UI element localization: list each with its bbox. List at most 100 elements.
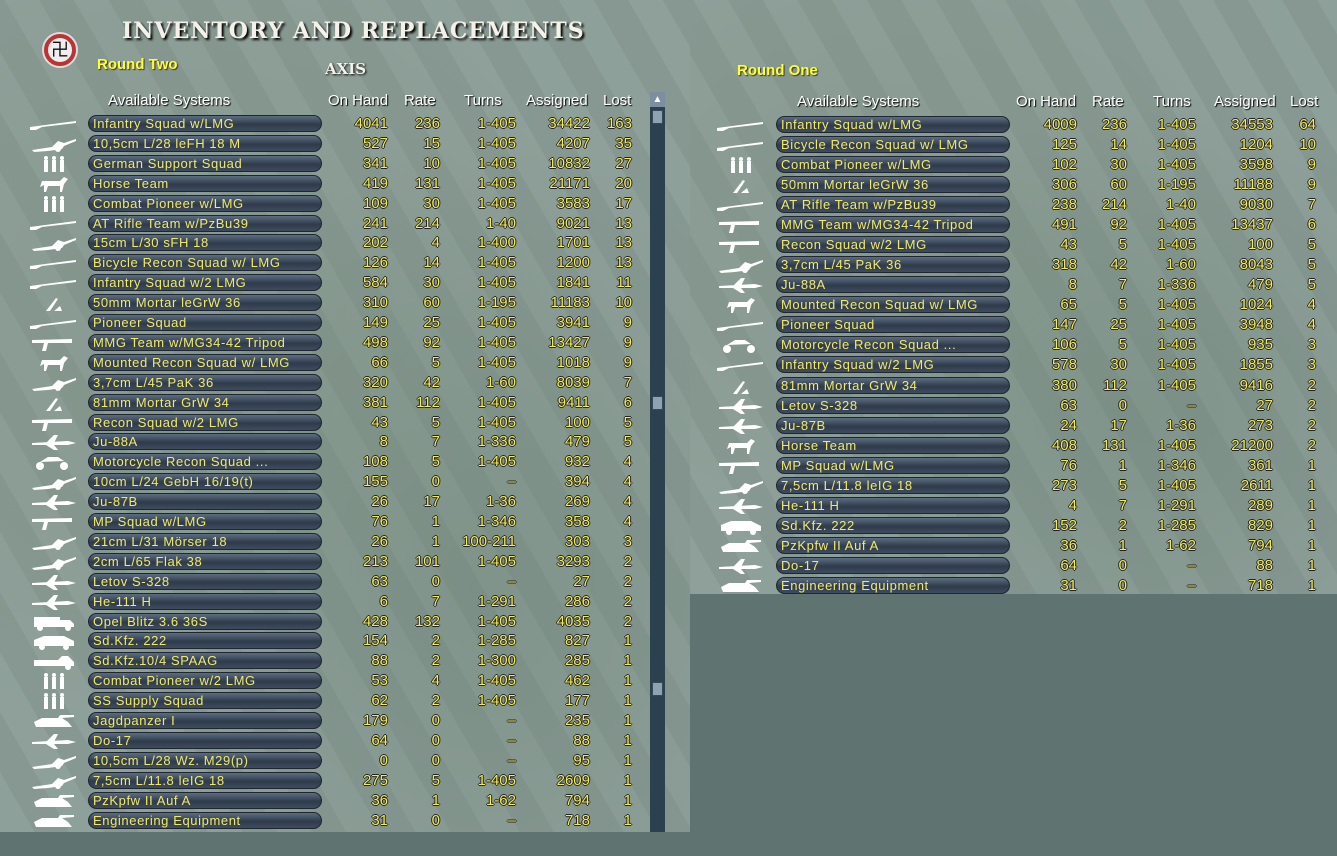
system-name-button[interactable]: Letov S-328 — [88, 572, 322, 590]
scroll-thumb[interactable] — [652, 110, 663, 124]
system-name-button[interactable]: Pioneer Squad — [776, 316, 1010, 334]
system-name-button[interactable]: Motorcycle Recon Squad ... — [88, 453, 322, 471]
scroll-marker[interactable] — [652, 396, 663, 410]
system-name-button[interactable]: Horse Team — [776, 436, 1010, 454]
system-name-button[interactable]: MP Squad w/LMG — [88, 513, 322, 530]
system-name-button[interactable]: Letov S-328 — [776, 396, 1010, 414]
system-name-button[interactable]: Pioneer Squad — [88, 314, 322, 331]
system-name-button[interactable]: 10cm L/24 GebH 16/19(t) — [88, 473, 322, 491]
system-name-button[interactable]: Horse Team — [88, 174, 322, 192]
system-name-button[interactable]: SS Supply Squad — [88, 692, 322, 710]
system-name-button[interactable]: Do-17 — [88, 731, 322, 749]
system-name-button[interactable]: 50mm Mortar leGrW 36 — [88, 294, 322, 312]
scrollbar[interactable]: ▲ — [650, 92, 665, 832]
scroll-up-button[interactable]: ▲ — [650, 92, 665, 107]
system-name-button[interactable]: He-111 H — [88, 592, 322, 610]
system-name-button[interactable]: Jagdpanzer I — [88, 712, 322, 729]
system-name-button[interactable]: Sd.Kfz. 222 — [88, 632, 322, 650]
system-name-button[interactable]: 2cm L/65 Flak 38 — [88, 552, 322, 570]
system-name-button[interactable]: Infantry Squad w/LMG — [776, 116, 1010, 133]
system-name-button[interactable]: 3,7cm L/45 PaK 36 — [776, 256, 1010, 274]
system-name-button[interactable]: Infantry Squad w/2 LMG — [88, 274, 322, 292]
system-name-button[interactable]: German Support Squad — [88, 154, 322, 172]
system-name-button[interactable]: Bicycle Recon Squad w/ LMG — [776, 136, 1010, 154]
system-name-button[interactable]: He-111 H — [776, 496, 1010, 514]
system-name-button[interactable]: Recon Squad w/2 LMG — [776, 236, 1010, 254]
system-name-button[interactable]: MMG Team w/MG34-42 Tripod — [776, 216, 1010, 234]
system-name-button[interactable]: Ju-87B — [88, 493, 322, 511]
system-name-button[interactable]: Infantry Squad w/2 LMG — [776, 356, 1010, 374]
system-name-button[interactable]: PzKpfw II Auf A — [776, 536, 1010, 554]
system-name-button[interactable]: 81mm Mortar GrW 34 — [88, 393, 322, 411]
system-name-button[interactable]: Engineering Equipment — [88, 811, 322, 829]
system-name-button[interactable]: 3,7cm L/45 PaK 36 — [88, 373, 322, 391]
system-name-button[interactable]: Ju-88A — [776, 276, 1010, 294]
system-name-button[interactable]: 81mm Mortar GrW 34 — [776, 376, 1010, 394]
scroll-marker[interactable] — [652, 682, 663, 696]
system-name-button[interactable]: Infantry Squad w/LMG — [88, 115, 322, 132]
system-name-button[interactable]: PzKpfw II Auf A — [88, 791, 322, 809]
system-name-button[interactable]: 15cm L/30 sFH 18 — [88, 234, 322, 252]
system-name-button[interactable]: Do-17 — [776, 556, 1010, 574]
system-name-button[interactable]: MP Squad w/LMG — [776, 456, 1010, 474]
system-name-button[interactable]: Sd.Kfz. 222 — [776, 516, 1010, 534]
system-name-button[interactable]: Combat Pioneer w/LMG — [88, 194, 322, 212]
system-name-button[interactable]: AT Rifle Team w/PzBu39 — [776, 196, 1010, 214]
system-name-button[interactable]: 21cm L/31 Mörser 18 — [88, 532, 322, 550]
system-name-button[interactable]: 10,5cm L/28 leFH 18 M — [88, 134, 322, 152]
system-name-button[interactable]: MMG Team w/MG34-42 Tripod — [88, 333, 322, 351]
system-name-button[interactable]: Motorcycle Recon Squad ... — [776, 336, 1010, 354]
system-name-button[interactable]: 10,5cm L/28 Wz. M29(p) — [88, 751, 322, 769]
system-name-button[interactable]: 7,5cm L/11.8 leIG 18 — [776, 476, 1010, 494]
system-name-button[interactable]: AT Rifle Team w/PzBu39 — [88, 214, 322, 232]
system-name-button[interactable]: Opel Blitz 3.6 36S — [88, 612, 322, 630]
system-name-button[interactable]: Sd.Kfz.10/4 SPAAG — [88, 652, 322, 670]
